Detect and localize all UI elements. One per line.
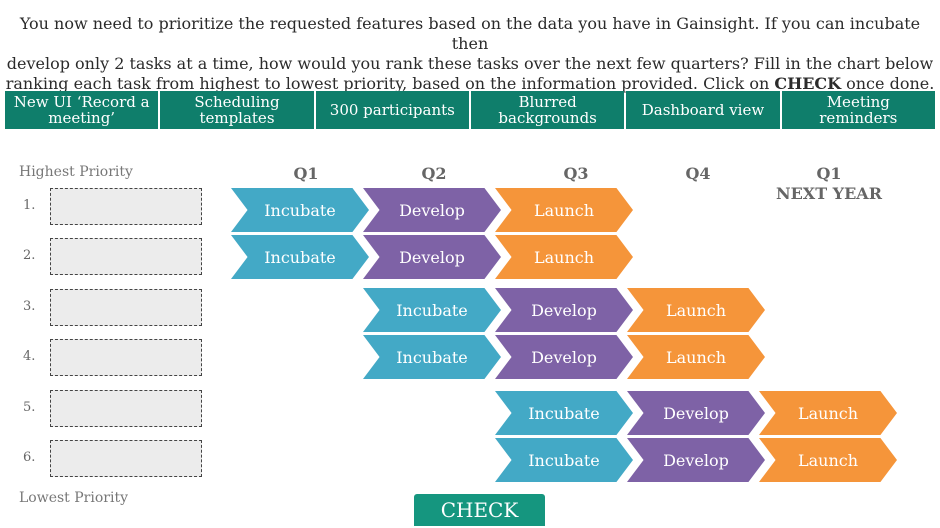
instructions-line-1: You now need to prioritize the requested… xyxy=(19,14,921,53)
row6-develop-chevron: Develop xyxy=(627,438,765,482)
rank-slot-3[interactable] xyxy=(50,289,202,326)
row4-incubate-chevron: Incubate xyxy=(363,335,501,379)
row3-incubate-chevron: Incubate xyxy=(363,288,501,332)
rank-slot-5[interactable] xyxy=(50,390,202,427)
quarter-header-q1: Q1 xyxy=(293,164,319,183)
rank-slot-1[interactable] xyxy=(50,188,202,225)
row2-launch-chevron: Launch xyxy=(495,235,633,279)
rank-number-1: 1. xyxy=(23,198,36,213)
rank-slot-4[interactable] xyxy=(50,339,202,376)
row6-incubate-chevron: Incubate xyxy=(495,438,633,482)
row4-launch-chevron: Launch xyxy=(627,335,765,379)
quarter-header-q1-next-year: Q1 NEXT YEAR xyxy=(775,164,883,203)
row2-develop-chevron: Develop xyxy=(363,235,501,279)
rank-slot-2[interactable] xyxy=(50,238,202,275)
quarter-header-q3: Q3 xyxy=(563,164,589,183)
instructions-line-2: develop only 2 tasks at a time, how woul… xyxy=(6,54,934,73)
row6-launch-chevron: Launch xyxy=(759,438,897,482)
lowest-priority-label: Lowest Priority xyxy=(19,490,128,506)
check-button[interactable]: CHECK xyxy=(414,494,545,526)
row2-incubate-chevron: Incubate xyxy=(231,235,369,279)
rank-number-5: 5. xyxy=(23,400,36,415)
highest-priority-label: Highest Priority xyxy=(19,164,133,180)
row1-incubate-chevron: Incubate xyxy=(231,188,369,232)
row3-launch-chevron: Launch xyxy=(627,288,765,332)
instructions-line-3: ranking each task from highest to lowest… xyxy=(5,74,935,93)
rank-number-6: 6. xyxy=(23,450,36,465)
rank-number-3: 3. xyxy=(23,299,36,314)
row3-develop-chevron: Develop xyxy=(495,288,633,332)
rank-number-2: 2. xyxy=(23,248,36,263)
row4-develop-chevron: Develop xyxy=(495,335,633,379)
quarter-header-q4: Q4 xyxy=(685,164,711,183)
instructions-text: You now need to prioritize the requested… xyxy=(0,14,940,94)
feature-tile-dashboard-view[interactable]: Dashboard view xyxy=(626,91,780,129)
quarter-header-q2: Q2 xyxy=(421,164,447,183)
row5-incubate-chevron: Incubate xyxy=(495,391,633,435)
rank-number-4: 4. xyxy=(23,349,36,364)
row1-launch-chevron: Launch xyxy=(495,188,633,232)
rank-slot-6[interactable] xyxy=(50,440,202,477)
row1-develop-chevron: Develop xyxy=(363,188,501,232)
feature-tile-300-participants[interactable]: 300 participants xyxy=(315,91,469,129)
row5-develop-chevron: Develop xyxy=(627,391,765,435)
row5-launch-chevron: Launch xyxy=(759,391,897,435)
